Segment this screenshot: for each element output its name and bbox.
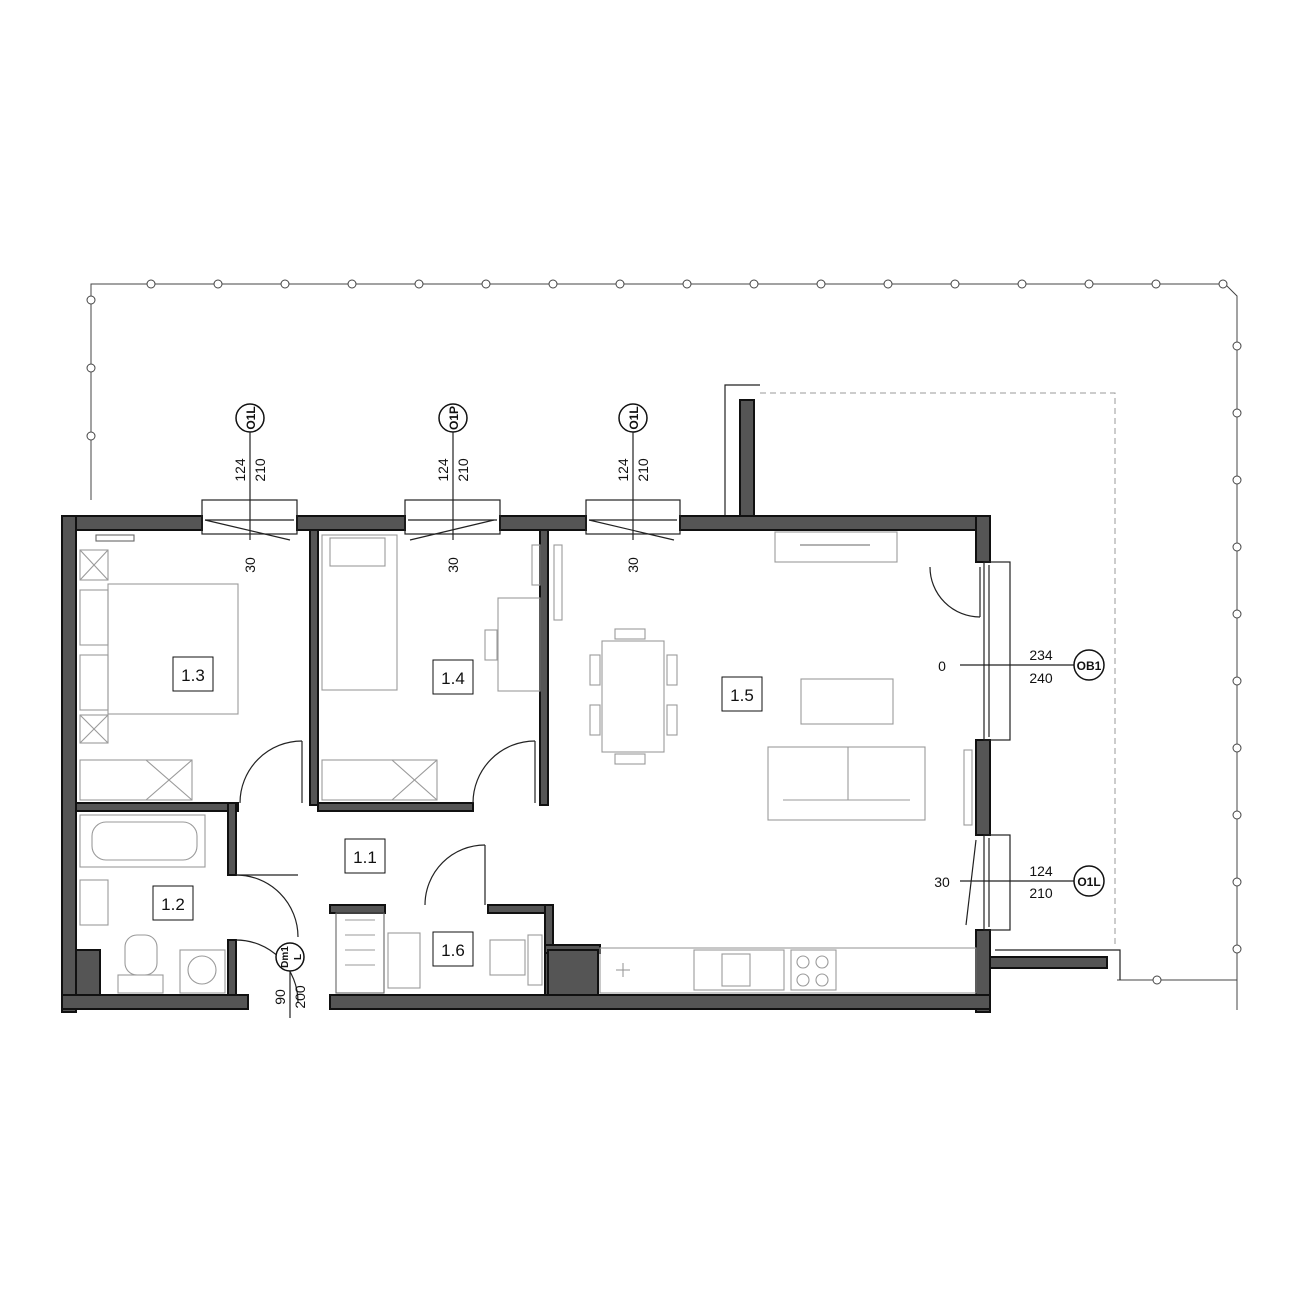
utility-16-furniture — [335, 912, 543, 994]
fence-post — [1151, 279, 1161, 289]
balcony-door-tag-label: OB1 — [1077, 659, 1102, 673]
fence-post — [1152, 975, 1162, 985]
fence-post — [1232, 743, 1242, 753]
balcony-door-height: 240 — [1029, 670, 1053, 686]
window-2-sill: 30 — [445, 557, 461, 573]
fence-post — [1232, 810, 1242, 820]
window-tag-3-label: O1L — [627, 406, 641, 429]
bedroom-13-furniture — [79, 534, 239, 801]
window-1-height: 210 — [252, 458, 268, 482]
bedroom-14-furniture — [321, 534, 563, 801]
window-1-sill: 30 — [242, 557, 258, 573]
doors — [235, 740, 536, 1003]
fence-post — [1232, 408, 1242, 418]
room-labels: 1.3 1.4 1.5 1.1 1.2 1.6 — [152, 656, 763, 967]
room-label-16: 1.6 — [441, 941, 465, 960]
top-windows — [201, 499, 681, 541]
fence-post — [615, 279, 625, 289]
fence-post — [280, 279, 290, 289]
balcony-door-width: 234 — [1029, 647, 1053, 663]
room-label-13: 1.3 — [181, 666, 205, 685]
fence-post — [1218, 279, 1228, 289]
window-3-sill: 30 — [625, 557, 641, 573]
fence-post — [1232, 542, 1242, 552]
terrace-fence — [86, 279, 1242, 1010]
window-tag-2-label: O1P — [447, 406, 461, 430]
fence-post — [1084, 279, 1094, 289]
window-tag-2: O1P 124 210 30 — [435, 403, 471, 573]
fence-post — [1232, 609, 1242, 619]
window-tag-3: O1L 124 210 30 — [615, 403, 651, 573]
fence-post — [883, 279, 893, 289]
east-window-sill: 30 — [934, 874, 950, 890]
bathroom-12-furniture — [79, 814, 226, 994]
window-3-height: 210 — [635, 458, 651, 482]
fence-post — [1232, 877, 1242, 887]
walls — [61, 399, 1108, 1013]
fence-post — [950, 279, 960, 289]
east-window-tag: 30 124 210 O1L — [934, 863, 1105, 901]
balcony-door-sill: 0 — [938, 658, 946, 674]
fence-post — [816, 279, 826, 289]
window-tag-1: O1L 124 210 30 — [232, 403, 268, 573]
east-window-width: 124 — [1029, 863, 1053, 879]
room-label-11: 1.1 — [353, 848, 377, 867]
fence-post — [86, 363, 96, 373]
entry-door-height: 200 — [292, 985, 308, 1009]
fence-post — [86, 295, 96, 305]
east-window-tag-label: O1L — [1077, 875, 1100, 889]
window-1-width: 124 — [232, 458, 248, 482]
east-openings — [929, 561, 1011, 931]
entry-door-width: 90 — [272, 989, 288, 1005]
fence-post — [481, 279, 491, 289]
fence-post — [1232, 475, 1242, 485]
east-window-height: 210 — [1029, 885, 1053, 901]
fence-post — [682, 279, 692, 289]
fence-post — [146, 279, 156, 289]
fence-post — [1017, 279, 1027, 289]
room-label-15: 1.5 — [730, 686, 754, 705]
window-tag-1-label: O1L — [244, 406, 258, 429]
fence-post — [414, 279, 424, 289]
balcony-outline — [724, 384, 1121, 980]
fence-post — [347, 279, 357, 289]
window-2-height: 210 — [455, 458, 471, 482]
window-3-width: 124 — [615, 458, 631, 482]
fence-post — [86, 431, 96, 441]
fence-post — [548, 279, 558, 289]
room-label-14: 1.4 — [441, 669, 465, 688]
fence-post — [213, 279, 223, 289]
fence-post — [1232, 676, 1242, 686]
entry-door-tag-bottom: L — [293, 954, 304, 960]
fence-post — [1232, 944, 1242, 954]
room-label-12: 1.2 — [161, 895, 185, 914]
fence-post — [749, 279, 759, 289]
entry-door-tag: Dm1 L 90 200 — [272, 942, 308, 1018]
balcony-door-tag: 0 234 240 OB1 — [938, 647, 1105, 686]
entry-door-tag-top: Dm1 — [280, 946, 291, 968]
living-15-furniture — [589, 531, 977, 994]
window-2-width: 124 — [435, 458, 451, 482]
fence-post — [1232, 341, 1242, 351]
